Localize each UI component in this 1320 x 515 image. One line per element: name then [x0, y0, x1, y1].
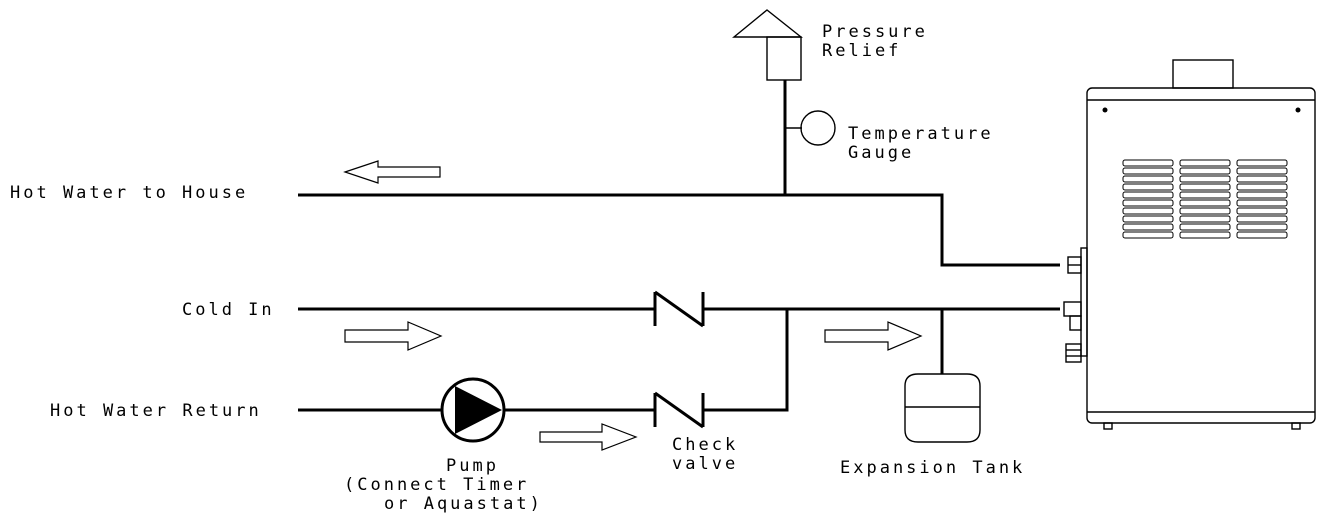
label-pump-2: (Connect Timer — [344, 475, 529, 495]
vent-louver — [1179, 183, 1231, 191]
label-check-valve-1: Check — [672, 435, 738, 455]
vent-louver — [1236, 191, 1288, 199]
vent-louver — [1122, 223, 1174, 231]
label-hot-water-to-house: Hot Water to House — [10, 183, 248, 203]
check-valve-cold — [653, 290, 705, 328]
heater-fitting-top — [1067, 256, 1082, 274]
vent-louver — [1122, 191, 1174, 199]
vent-louver — [1236, 159, 1288, 167]
label-pump-3: or Aquastat) — [384, 494, 543, 514]
vent-louver — [1122, 159, 1174, 167]
pressure-relief-vent — [732, 9, 804, 81]
vent-louver — [1236, 183, 1288, 191]
hot-water-pipe — [298, 193, 1060, 267]
label-hot-water-return: Hot Water Return — [50, 401, 262, 421]
vent-louver — [1122, 183, 1174, 191]
vent-louver — [1179, 223, 1231, 231]
flow-arrow-cold — [344, 321, 443, 351]
vent-louver — [1122, 167, 1174, 175]
vent-louver — [1179, 231, 1231, 239]
heater-fitting-bottom — [1065, 343, 1082, 363]
vent-louver — [1236, 223, 1288, 231]
vent-louver — [1122, 231, 1174, 239]
vent-louver — [1236, 199, 1288, 207]
vent-louver — [1179, 159, 1231, 167]
label-check-valve-2: valve — [672, 454, 738, 474]
vent-louver — [1122, 175, 1174, 183]
label-temperature-gauge-1: Temperature — [848, 124, 994, 144]
vent-louver — [1122, 199, 1174, 207]
label-temperature-gauge-2: Gauge — [848, 143, 914, 163]
vent-louver — [1179, 215, 1231, 223]
water-heater-unit — [1080, 59, 1316, 430]
heater-fitting-middle — [1063, 301, 1082, 331]
vent-louver — [1179, 199, 1231, 207]
vent-louver — [1179, 191, 1231, 199]
check-valve-return — [653, 391, 705, 429]
vent-louver — [1122, 207, 1174, 215]
vent-louver — [1236, 231, 1288, 239]
label-expansion-tank: Expansion Tank — [840, 458, 1025, 478]
flow-arrow-return — [539, 423, 638, 451]
vent-louver — [1236, 215, 1288, 223]
expansion-tank — [904, 373, 981, 443]
heater-vent-louvers — [1122, 159, 1288, 239]
return-pipe-right — [703, 309, 789, 412]
flow-arrow-tank — [824, 321, 923, 351]
label-pressure-relief-1: Pressure — [822, 22, 928, 42]
vent-louver — [1179, 175, 1231, 183]
vent-louver — [1236, 175, 1288, 183]
label-cold-in: Cold In — [182, 300, 275, 320]
vent-louver — [1236, 207, 1288, 215]
label-pump-1: Pump — [446, 456, 499, 476]
pump-symbol — [440, 377, 506, 443]
vent-louver — [1122, 215, 1174, 223]
label-pressure-relief-2: Relief — [822, 41, 901, 61]
vent-louver — [1179, 167, 1231, 175]
vent-louver — [1236, 167, 1288, 175]
vent-louver — [1179, 207, 1231, 215]
temperature-gauge — [785, 110, 836, 146]
flow-arrow-left — [343, 160, 441, 184]
